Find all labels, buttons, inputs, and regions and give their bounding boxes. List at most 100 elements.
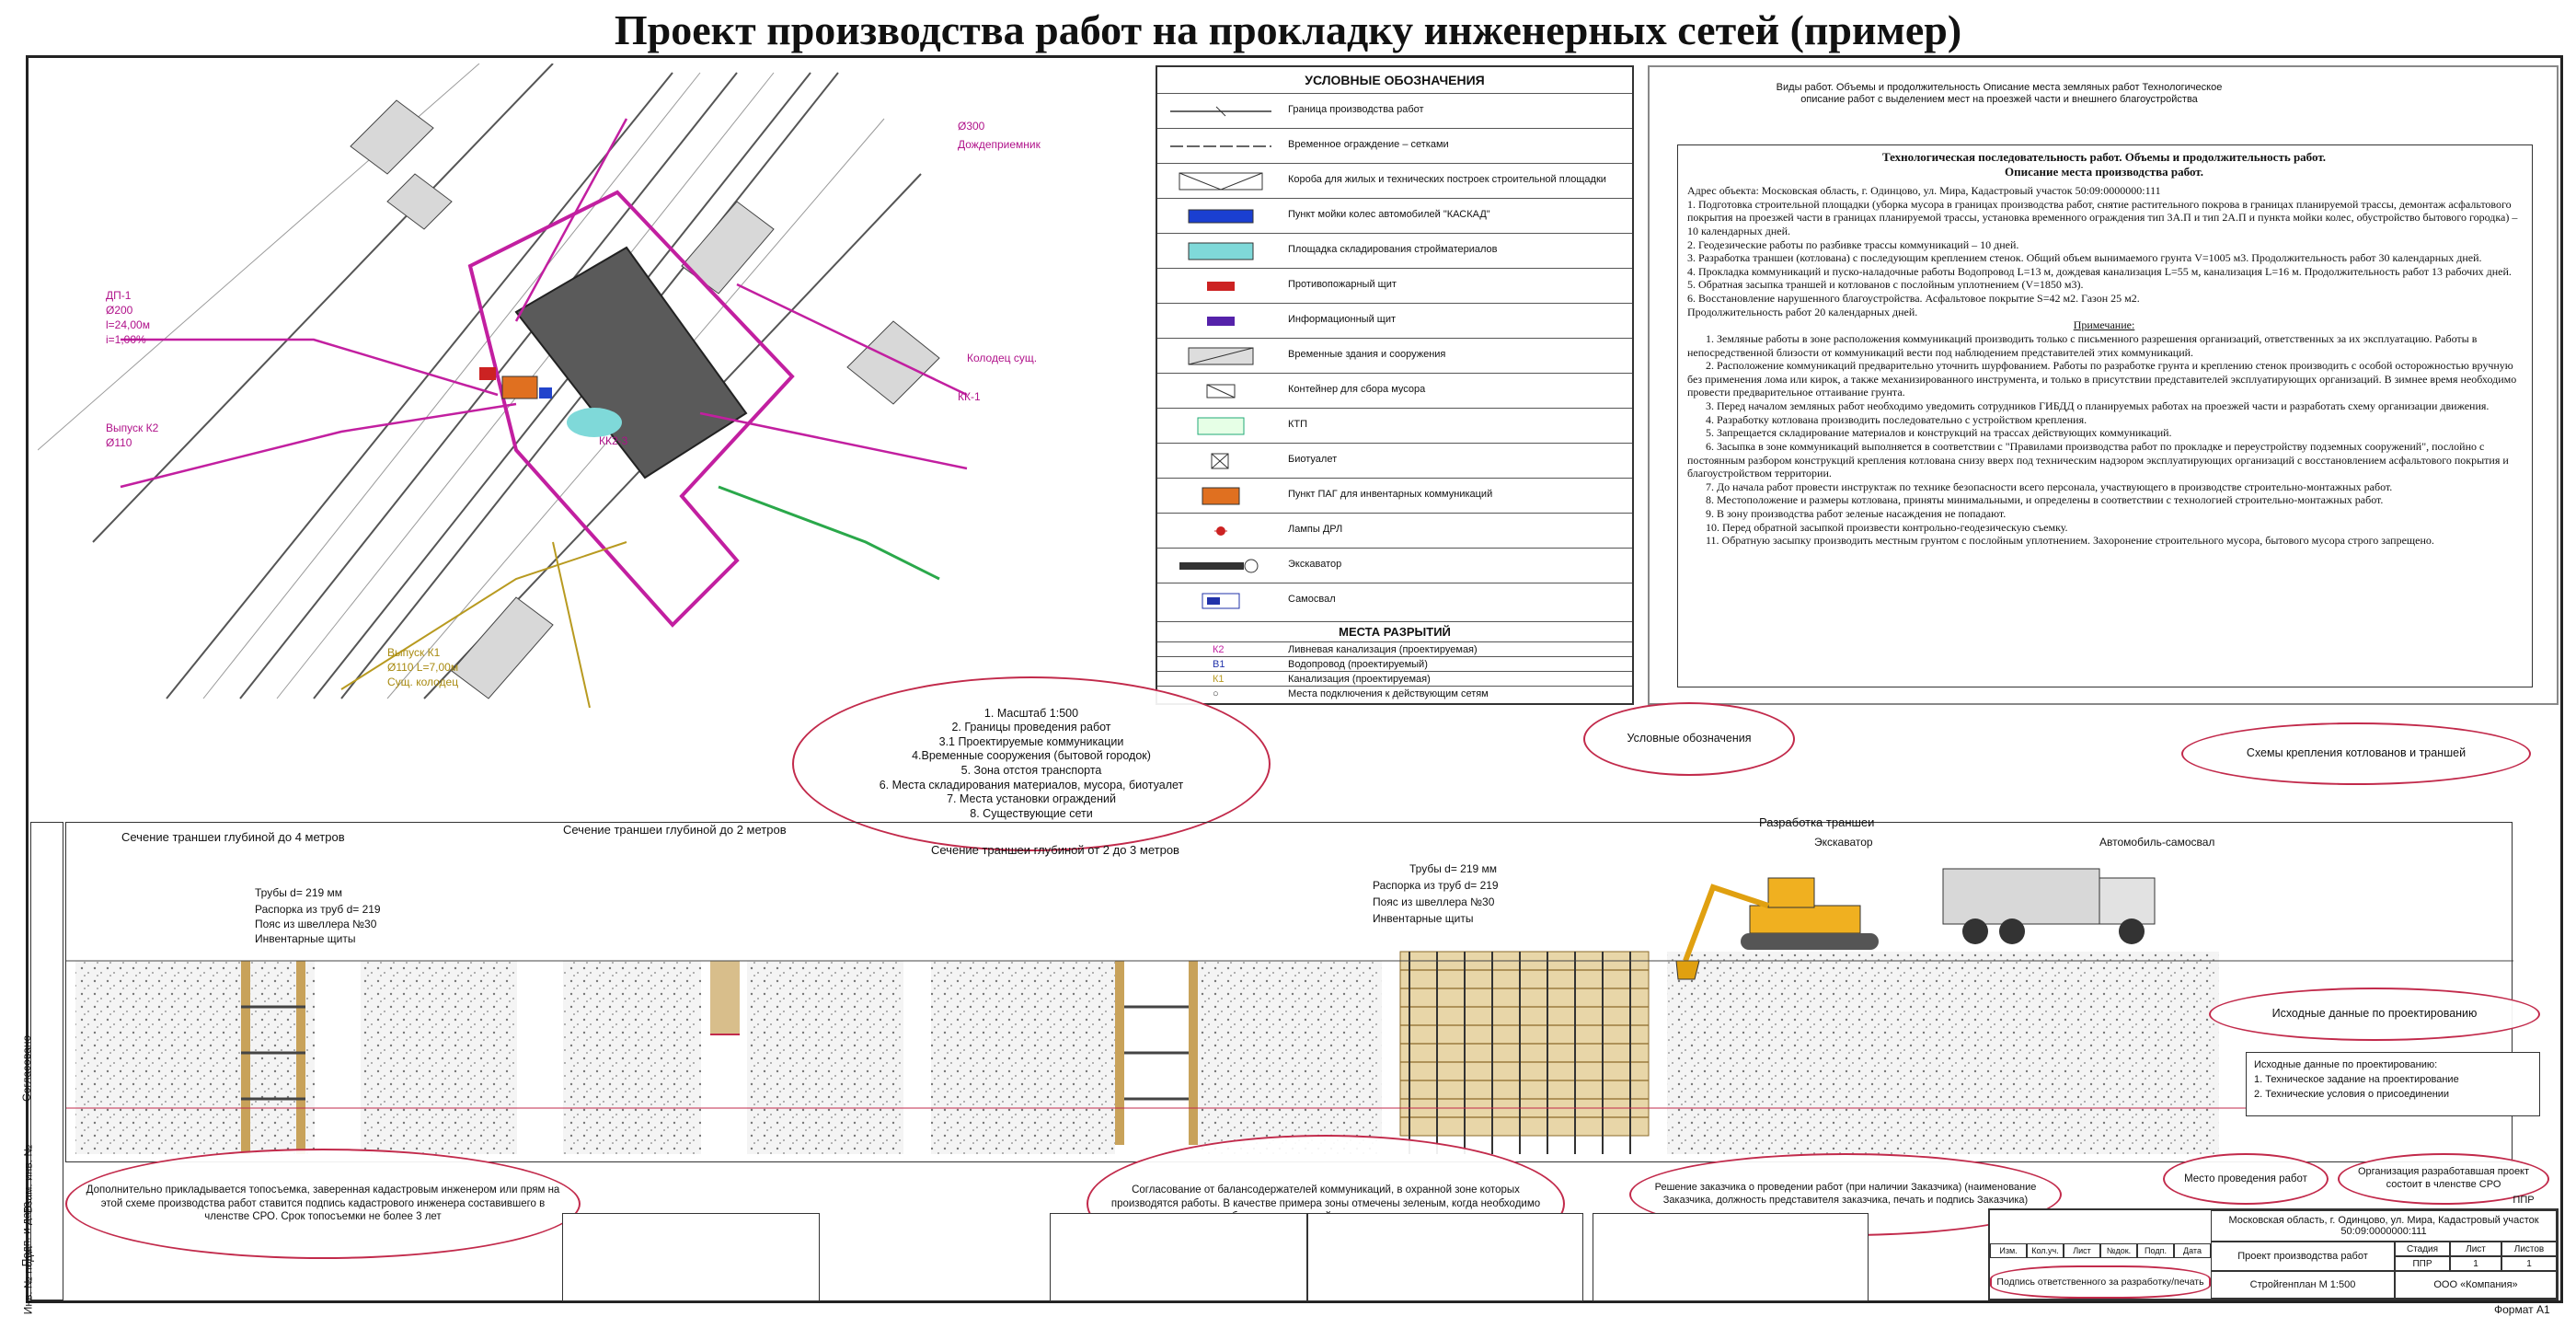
map-label-kk1: КК-1 [958, 390, 981, 403]
legend-panel: УСЛОВНЫЕ ОБОЗНАЧЕНИЯ Граница производств… [1156, 65, 1634, 705]
legend-item-label: Биотуалет [1288, 454, 1338, 465]
side-label-inv-orig: Инв. № подл. [21, 1245, 35, 1315]
section-label-shields-3: Инвентарные щиты [1373, 912, 1474, 925]
stamp-column-head: Кол.уч. [2027, 1243, 2064, 1258]
map-label-dp1: ДП-1 [106, 289, 132, 302]
legend-dig-label: Канализация (проектируемая) [1288, 674, 1431, 685]
legend-symbol-icon [1170, 239, 1271, 263]
legend-item-label: Площадка складирования стройматериалов [1288, 244, 1498, 255]
legend-item-label: Временное ограждение – сетками [1288, 139, 1449, 150]
map-ellipse-line: 7. Места установки ограждений [947, 792, 1116, 806]
signature-box-4 [1593, 1213, 1869, 1301]
stamp-sheet-head: Лист [2450, 1242, 2501, 1256]
legend-item-label: Противопожарный щит [1288, 279, 1397, 290]
legend-item: Контейнер для сбора мусора [1157, 373, 1632, 409]
legend-item: Противопожарный щит [1157, 268, 1632, 304]
notes-remark: 7. До начала работ провести инструктаж п… [1706, 479, 2393, 493]
legend-item: Площадка складирования стройматериалов [1157, 233, 1632, 269]
excavator-drawing [1675, 877, 1879, 980]
section-label-pipes: Трубы d= 219 мм [255, 886, 343, 899]
map-label-d300: Ø300 [958, 120, 985, 133]
source-data-box: Исходные данные по проектированию:1. Тех… [2246, 1052, 2540, 1116]
legend-symbol-icon [1170, 589, 1271, 613]
legend-item: Короба для жилых и технических построек … [1157, 163, 1632, 199]
legend-symbol-icon [1170, 309, 1271, 333]
map-label-slope: i=1,00% [106, 333, 146, 346]
stamp-company: ООО «Компания» [2395, 1271, 2557, 1299]
notes-remark: 10. Перед обратной засыпкой произвести к… [1706, 520, 2068, 534]
side-label-agreed: Согласовано [20, 1034, 34, 1102]
legend-item-label: Лампы ДРЛ [1288, 524, 1343, 535]
scheme-callout: Схемы крепления котлованов и траншей [2181, 722, 2531, 785]
legend-symbol-icon [1170, 274, 1271, 298]
legend-item-label: Контейнер для сбора мусора [1288, 384, 1426, 395]
map-ellipse-line: 6. Места складирования материалов, мусор… [879, 778, 1184, 791]
legend-dig-label: Ливневая канализация (проектируемая) [1288, 644, 1478, 655]
legend-symbol-icon [1170, 414, 1271, 438]
legend-item: КТП [1157, 408, 1632, 444]
section-1-title: Сечение траншеи глубиной до 4 метров [121, 830, 345, 844]
legend-dig-label: Места подключения к действующим сетям [1288, 688, 1489, 699]
section-4-title: Разработка траншеи [1759, 815, 1875, 829]
section-label-strut: Распорка из труб d= 219 [255, 903, 381, 916]
legend-item-label: Временные здания и сооружения [1288, 349, 1446, 360]
map-label-d110: Ø110 [106, 436, 132, 449]
map-ellipse-line: 1. Масштаб 1:500 [983, 706, 1079, 720]
site-plan-map [38, 64, 968, 708]
truck-label: Автомобиль-самосвал [2099, 836, 2215, 849]
notes-paragraph: 5. Обратная засыпка траншей и котлованов… [1687, 278, 2084, 292]
map-ellipse-line: 4.Временные сооружения (бытовой городок) [912, 749, 1151, 763]
section-2-title: Сечение траншеи глубиной до 2 метров [563, 823, 787, 837]
legend-dig-code: ○ [1213, 688, 1219, 699]
source-data-lines: Исходные данные по проектированию:1. Тех… [2254, 1058, 2459, 1103]
legend-symbol-icon [1170, 204, 1271, 228]
page-title: Проект производства работ на прокладку и… [614, 6, 1962, 53]
legend-item: Временные здания и сооружения [1157, 338, 1632, 374]
legend-dig-code: К2 [1213, 644, 1225, 655]
stamp-column-head: Изм. [1990, 1243, 2027, 1258]
notes-remark: 1. Земляные работы в зоне расположения к… [1687, 331, 2478, 359]
notes-paragraph: 3. Разработка траншеи (котлована) с посл… [1687, 251, 2482, 265]
notes-remark: 3. Перед началом земляных работ необходи… [1706, 399, 2490, 412]
stamp-object: Московская область, г. Одинцово, ул. Мир… [2211, 1210, 2557, 1242]
trench-sections-drawing [66, 868, 2513, 1154]
section-label-strut-3: Распорка из труб d= 219 [1373, 879, 1499, 892]
stamp-sheets: 1 [2501, 1256, 2557, 1271]
legend-symbol-icon [1170, 484, 1271, 508]
legend-dig-label: Водопровод (проектируемый) [1288, 659, 1428, 670]
map-label-outlet-k2: Выпуск К2 [106, 422, 159, 434]
title-block: ППР Московская область, г. Одинцово, ул.… [1988, 1195, 2559, 1300]
map-label-d200: Ø200 [106, 304, 133, 317]
notes-address: Адрес объекта: Московская область, г. Од… [1687, 184, 2161, 197]
stamp-column-head: Лист [2064, 1243, 2100, 1258]
topo-callout: Дополнительно прикладывается топосъемка,… [65, 1149, 581, 1259]
map-label-outlet-k1: Выпуск К1 [387, 646, 441, 659]
legend-item: Граница производства работ [1157, 93, 1632, 129]
signature-box-2 [1050, 1213, 1307, 1301]
map-ellipse-line: 2. Границы проведения работ [951, 721, 1111, 734]
notes-body: Адрес объекта: Московская область, г. Од… [1687, 184, 2521, 548]
signature-box-3 [1307, 1213, 1583, 1301]
drawing-sheet: Согласовано Взам. инв. № Подп. и дата Ин… [19, 55, 2563, 1316]
stamp-code: ППР [2513, 1195, 2535, 1206]
stamp-stage: ППР [2395, 1256, 2450, 1271]
truck-drawing [1942, 868, 2156, 944]
legend-dig-code: К1 [1213, 674, 1225, 685]
legend-dig-item: В1 Водопровод (проектируемый) [1157, 656, 1632, 672]
section-label-shields: Инвентарные щиты [255, 932, 356, 945]
notes-remark: 4. Разработку котлована производить посл… [1706, 412, 2087, 426]
stamp-stage-head: Стадия [2395, 1242, 2450, 1256]
source-data-callout: Исходные данные по проектированию [2209, 988, 2540, 1041]
legend-dig-code: В1 [1213, 659, 1225, 670]
legend-symbol-icon [1170, 134, 1271, 158]
notes-paragraph: 2. Геодезические работы по разбивке трас… [1687, 237, 2019, 251]
section-3-title: Сечение траншеи глубиной от 2 до 3 метро… [931, 843, 1179, 857]
notes-remarks-title: Примечание: [2073, 318, 2135, 332]
work-place-callout: Место проведения работ [2163, 1153, 2329, 1205]
notes-remark: 11. Обратную засыпку производить местным… [1706, 534, 2434, 548]
section-label-belt-3: Пояс из швеллера №30 [1373, 895, 1495, 908]
legend-dig-item: К2 Ливневая канализация (проектируемая) [1157, 641, 1632, 657]
format-label: Формат А1 [2494, 1303, 2550, 1316]
legend-item-label: КТП [1288, 419, 1308, 430]
